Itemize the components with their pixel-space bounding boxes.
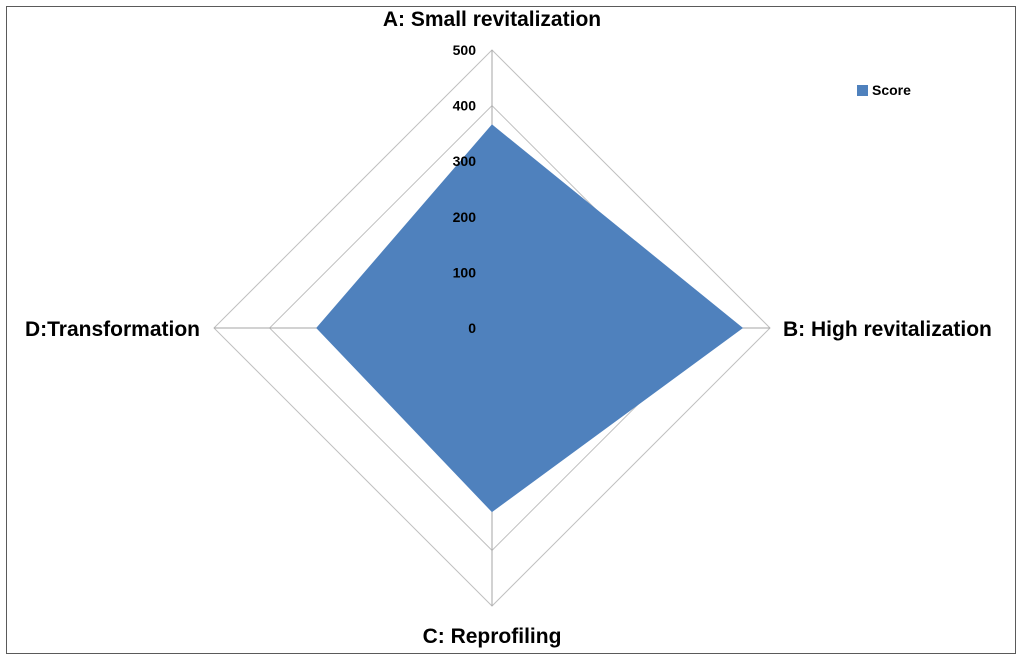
legend-label-score: Score xyxy=(872,82,911,98)
category-label-c: C: Reprofiling xyxy=(423,625,562,648)
data-point-1 xyxy=(741,327,743,329)
data-point-0 xyxy=(491,124,493,126)
legend: Score xyxy=(857,82,911,98)
tick-label-100: 100 xyxy=(453,264,477,280)
tick-label-500: 500 xyxy=(453,42,477,58)
data-point-2 xyxy=(491,510,493,512)
tick-label-400: 400 xyxy=(453,98,477,114)
tick-label-0: 0 xyxy=(468,320,476,336)
data-point-3 xyxy=(316,327,318,329)
category-label-a: A: Small revitalization xyxy=(383,8,601,31)
tick-label-300: 300 xyxy=(453,153,477,169)
series-layer xyxy=(316,124,744,513)
category-label-b: B: High revitalization xyxy=(783,318,992,341)
tick-label-200: 200 xyxy=(453,209,477,225)
category-label-d: D:Transformation xyxy=(25,318,200,341)
tick-label-layer: 0 100 200 300 400 500 xyxy=(453,42,477,336)
series-area-score xyxy=(316,124,744,513)
legend-swatch-score xyxy=(857,85,868,96)
